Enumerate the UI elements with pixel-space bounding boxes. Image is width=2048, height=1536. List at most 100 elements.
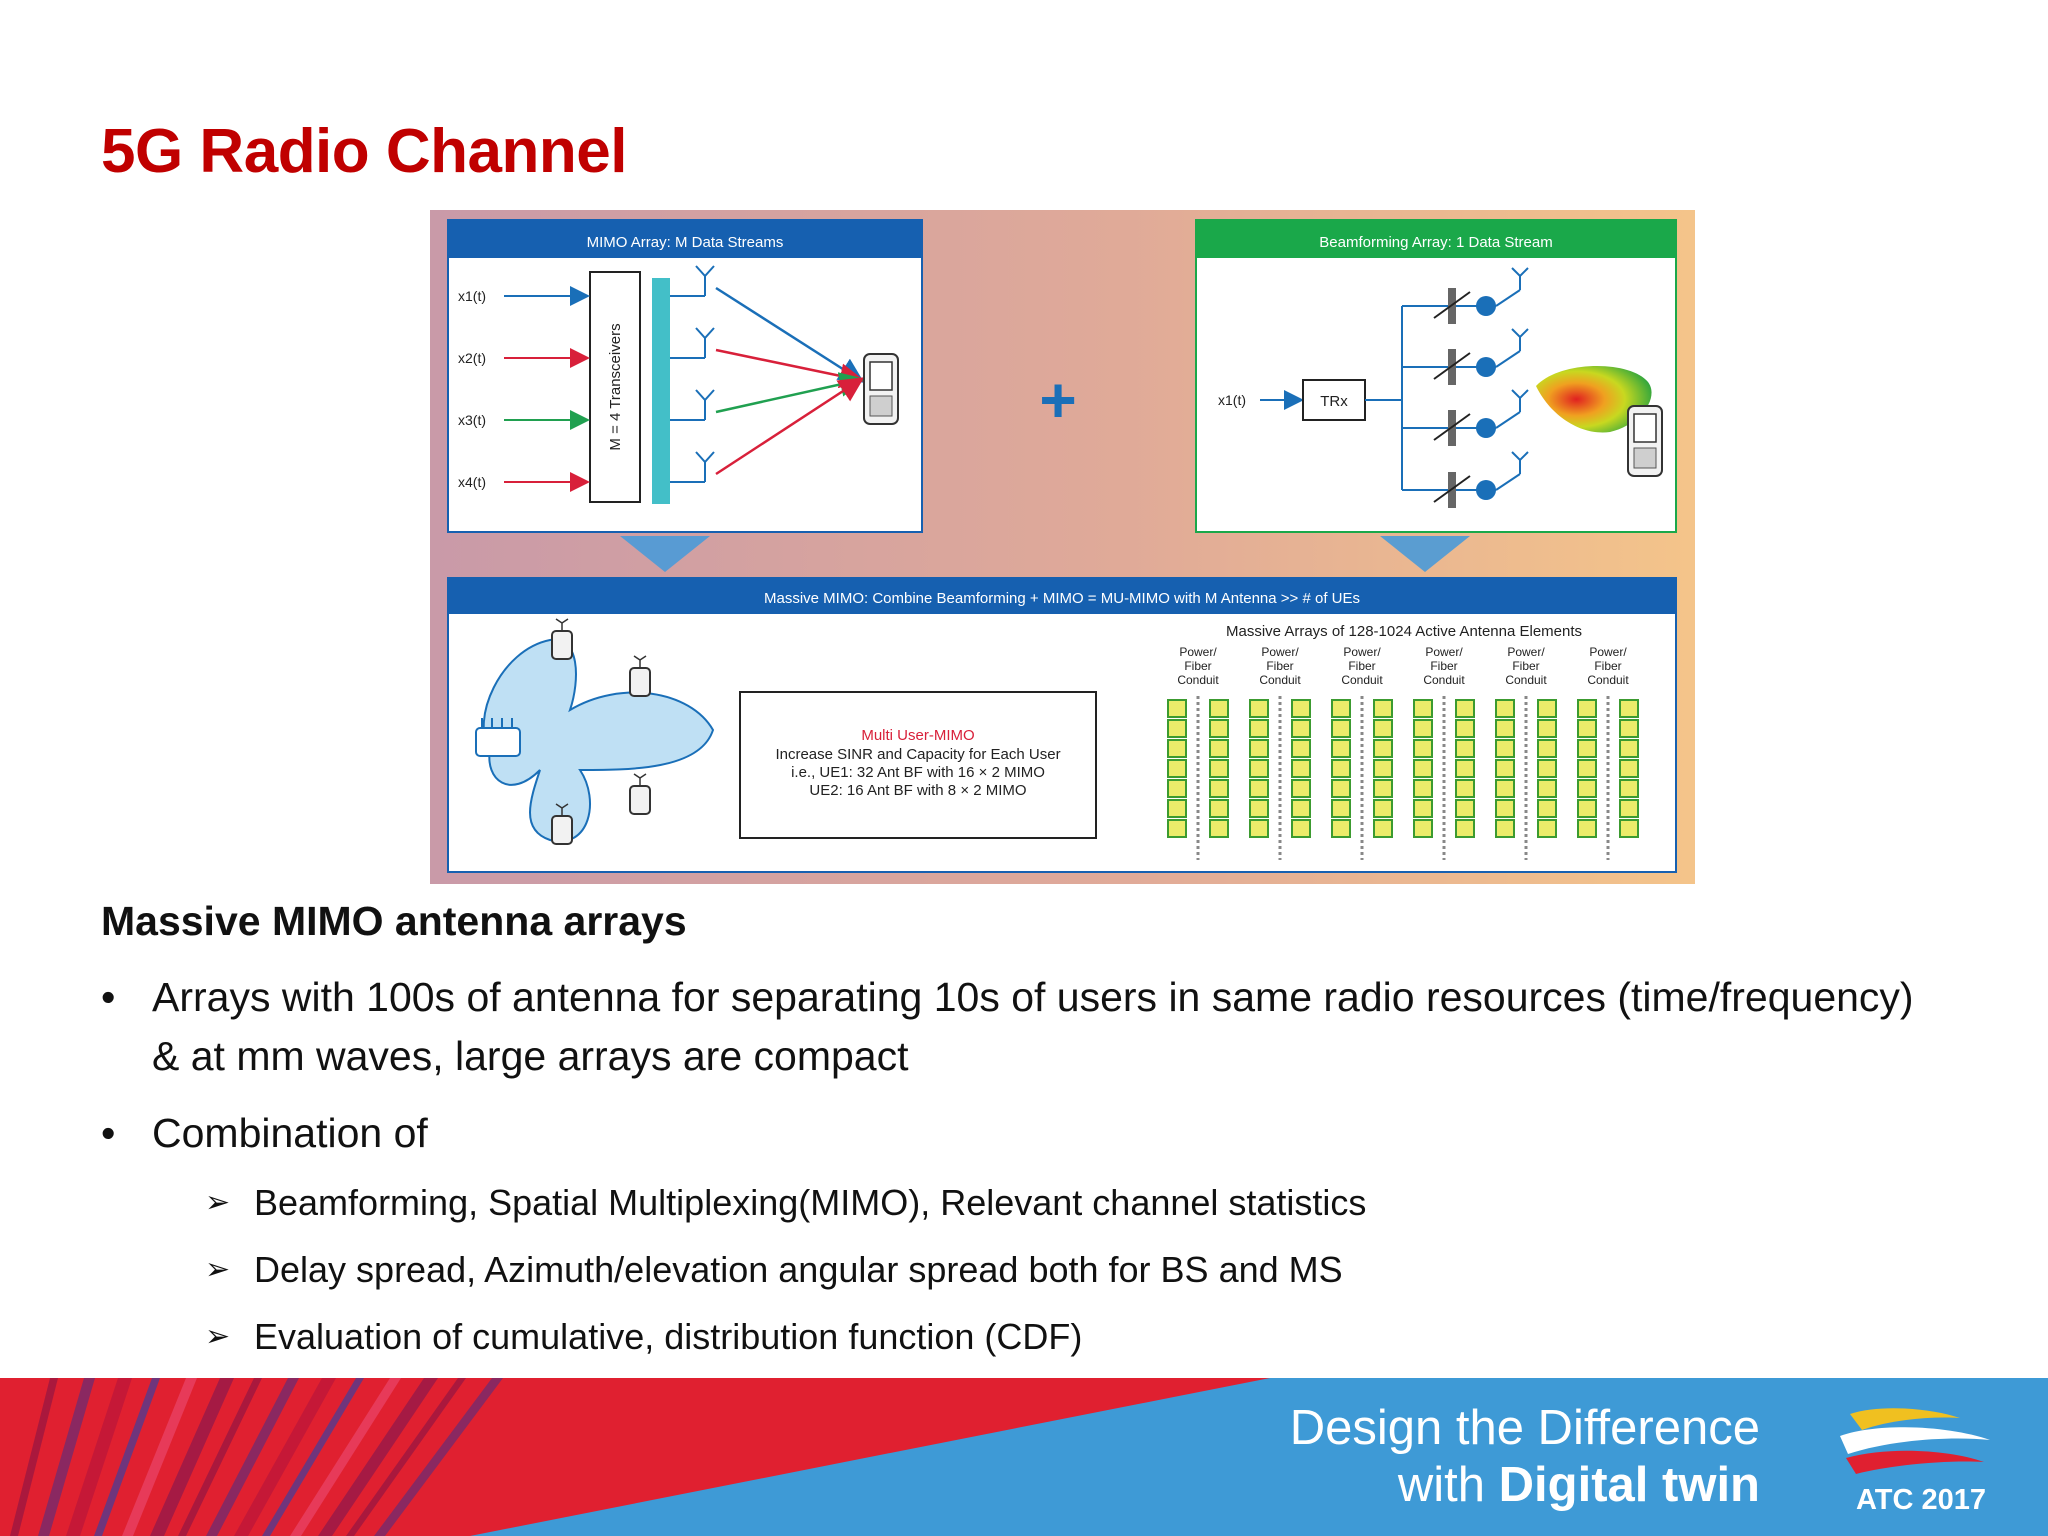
antenna-element (1577, 819, 1597, 838)
footer-tagline-line-2: with Digital twin (1398, 1457, 1760, 1513)
stream-arrow (715, 286, 865, 383)
antenna-element (1373, 759, 1393, 778)
antenna-element (1577, 739, 1597, 758)
mimo-input-label: x1(t) (458, 288, 486, 304)
antenna-element (1495, 799, 1515, 818)
atc-logo-text: ATC 2017 (1856, 1484, 1987, 1516)
massive-mimo-panel: Massive MIMO: Combine Beamforming + MIMO… (447, 577, 1677, 873)
antenna-element (1455, 719, 1475, 738)
antenna-element (1577, 719, 1597, 738)
antenna-element (1373, 799, 1393, 818)
sub-bullet-item: ➢ Delay spread, Azimuth/elevation angula… (205, 1242, 1905, 1309)
sub-bullet-text: Beamforming, Spatial Multiplexing(MIMO),… (254, 1182, 1367, 1223)
antenna-element (1249, 739, 1269, 758)
antenna-element (1455, 819, 1475, 838)
footer-stripe (206, 1378, 299, 1536)
amplifier-icon (1476, 357, 1496, 377)
bf-title: Beamforming Array: 1 Data Stream (1319, 234, 1552, 251)
sub-bullet-text: Delay spread, Azimuth/elevation angular … (254, 1249, 1343, 1290)
antenna-element (1373, 719, 1393, 738)
phase-arrow (1433, 352, 1471, 380)
antenna-element (1291, 779, 1311, 798)
sub-bullet-item: ➢ Beamforming, Spatial Multiplexing(MIMO… (205, 1175, 1905, 1242)
down-arrow-left (620, 536, 710, 572)
bullet-text: Arrays with 100s of antenna for separati… (152, 974, 1914, 1079)
antenna-element (1249, 779, 1269, 798)
conduit-label: Power/ (1343, 645, 1381, 659)
footer-stripe (150, 1378, 234, 1536)
antenna-element (1249, 719, 1269, 738)
bullet-item: • Combination of (101, 1104, 1951, 1163)
footer-stripe (234, 1378, 336, 1536)
antenna-element (1291, 799, 1311, 818)
antenna-element (1537, 739, 1557, 758)
stream-arrow (715, 372, 865, 414)
conduit-label: Conduit (1505, 673, 1547, 687)
antenna-element (1619, 799, 1639, 818)
antenna-icon (1495, 267, 1529, 307)
conduit-label: Conduit (1177, 673, 1219, 687)
antenna-element (1249, 799, 1269, 818)
antenna-element (1413, 819, 1433, 838)
antenna-element (1413, 799, 1433, 818)
ue-antenna-icon (633, 773, 647, 786)
conduit-label: Fiber (1266, 659, 1293, 673)
antenna-element (1455, 699, 1475, 718)
antenna-element (1249, 819, 1269, 838)
antenna-element (1331, 819, 1351, 838)
antenna-element (1455, 739, 1475, 758)
antenna-element (1291, 759, 1311, 778)
antenna-element (1373, 819, 1393, 838)
antenna-element (1373, 739, 1393, 758)
antenna-element (1619, 819, 1639, 838)
phase-arrow (1433, 413, 1471, 441)
section-subheading: Massive MIMO antenna arrays (101, 898, 687, 944)
conduit-label: Fiber (1430, 659, 1457, 673)
bullet-text: Combination of (152, 1110, 428, 1156)
antenna-element (1619, 739, 1639, 758)
arrow-bullet-icon: ➢ (205, 1186, 231, 1219)
footer-stripe (66, 1378, 132, 1536)
antenna-element (1413, 759, 1433, 778)
mimo-input-label: x4(t) (458, 474, 486, 490)
mimo-title: MIMO Array: M Data Streams (587, 234, 784, 251)
antenna-element (1209, 699, 1229, 718)
mimo-transceivers-label: M = 4 Transceivers (607, 323, 624, 450)
ue-antenna-icon (633, 655, 647, 668)
mu-mimo-box (739, 691, 1097, 839)
amplifier-icon (1476, 296, 1496, 316)
antenna-element (1495, 739, 1515, 758)
antenna-element (1373, 699, 1393, 718)
conduit-label: Conduit (1341, 673, 1383, 687)
antenna-element (1291, 719, 1311, 738)
antenna-element (1209, 819, 1229, 838)
beam-lobe (1536, 365, 1652, 433)
conduit-label: Power/ (1589, 645, 1627, 659)
antenna-element (1209, 779, 1229, 798)
phase-arrow (1433, 475, 1471, 503)
antenna-icon (1495, 389, 1529, 429)
arrow-bullet-icon: ➢ (205, 1320, 231, 1353)
antenna-element (1291, 739, 1311, 758)
antenna-element (1291, 819, 1311, 838)
conduit-label: Fiber (1348, 659, 1375, 673)
mu-mimo-title: Multi User-MIMO (861, 727, 974, 744)
footer-stripe (262, 1378, 364, 1536)
antenna-element (1167, 719, 1187, 738)
stream-arrow (715, 377, 865, 476)
conduit-label: Power/ (1261, 645, 1299, 659)
antenna-element (1249, 759, 1269, 778)
antenna-element (1537, 759, 1557, 778)
antenna-element (1413, 739, 1433, 758)
antenna-element (1537, 699, 1557, 718)
footer-tagline-line-1: Design the Difference (1289, 1401, 1760, 1455)
ue-antenna-icon (555, 618, 569, 631)
antenna-element (1537, 819, 1557, 838)
antenna-element (1495, 719, 1515, 738)
massive-mimo-title: Massive MIMO: Combine Beamforming + MIMO… (764, 590, 1360, 607)
antenna-element (1331, 739, 1351, 758)
conduit-label: Conduit (1259, 673, 1301, 687)
antenna-element (1331, 759, 1351, 778)
antenna-element (1455, 759, 1475, 778)
antenna-element (1167, 699, 1187, 718)
